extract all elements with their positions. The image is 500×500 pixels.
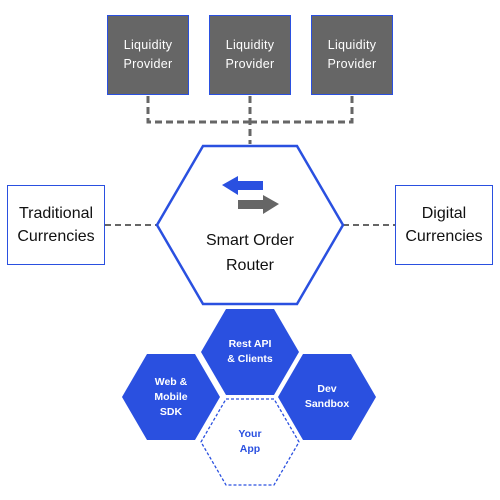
liquidity-provider-1-line2: Provider [123,57,173,71]
traditional-currencies-line2: Currencies [17,228,95,245]
dev-sandbox-hexagon [278,354,376,440]
dev-sandbox-line2: Sandbox [304,398,350,410]
digital-currencies-box: Digital Currencies [395,185,493,265]
liquidity-provider-2-line1: Liquidity [225,38,275,52]
web-mobile-line1: Web & [154,376,188,388]
digital-currencies-line2: Currencies [405,228,483,245]
liquidity-provider-box-3: Liquidity Provider [311,15,393,95]
rest-api-hexagon [201,309,299,395]
router-line2: Router [225,257,275,274]
your-app-hexagon [200,398,300,486]
traditional-currencies-box: Traditional Currencies [7,185,105,265]
liquidity-provider-box-2: Liquidity Provider [209,15,291,95]
provider-connector-right [250,96,354,124]
your-app-line1: Your [238,428,262,440]
digital-currencies-line1: Digital [421,205,467,222]
dev-sandbox-label: Dev Sandbox [279,382,375,412]
liquidity-provider-box-1: Liquidity Provider [107,15,189,95]
liquidity-provider-2-line2: Provider [225,57,275,71]
your-app-label: Your App [202,427,298,457]
provider-connector-left [146,96,250,124]
liquidity-provider-1-line1: Liquidity [123,38,173,52]
rest-api-line2: & Clients [227,353,273,365]
web-mobile-line2: Mobile [154,391,188,403]
your-app-line2: App [239,443,261,455]
liquidity-provider-3-line2: Provider [327,57,377,71]
web-mobile-line3: SDK [159,406,183,418]
swap-arrows-icon [222,176,279,214]
liquidity-provider-3-line1: Liquidity [327,38,377,52]
traditional-currencies-line1: Traditional [18,205,94,222]
router-line1: Smart Order [205,232,294,249]
dev-sandbox-line1: Dev [317,383,337,395]
web-mobile-sdk-hexagon [122,354,220,440]
smart-order-router-label: Smart Order Router [180,228,320,278]
web-mobile-sdk-label: Web & Mobile SDK [123,375,219,420]
rest-api-line1: Rest API [228,338,272,350]
smart-order-router-hexagon [155,144,345,306]
rest-api-label: Rest API & Clients [202,337,298,367]
